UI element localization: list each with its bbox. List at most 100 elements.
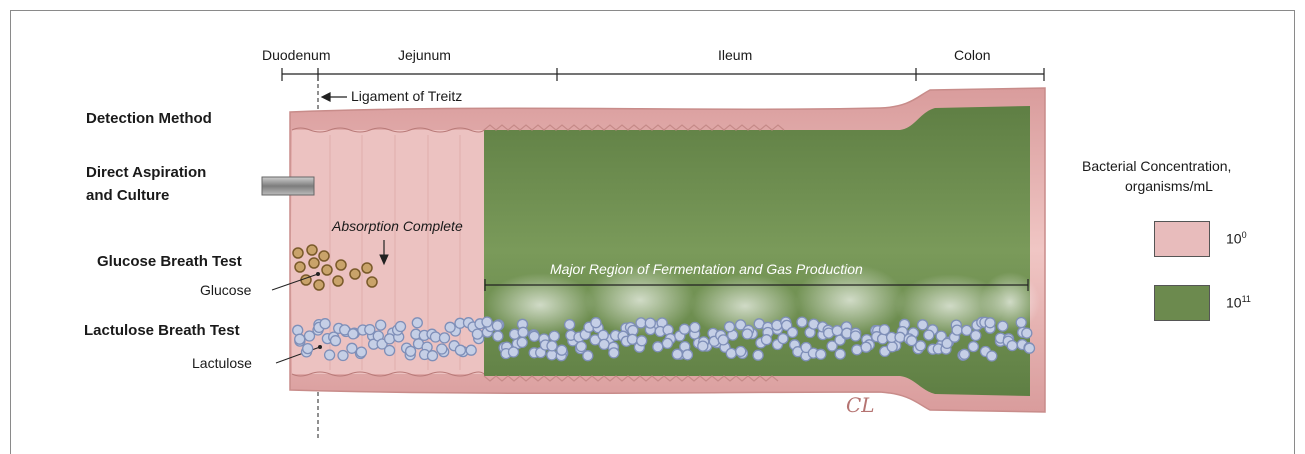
segment-jejunum: Jejunum bbox=[398, 47, 451, 63]
lactulose-bead bbox=[778, 334, 788, 344]
ligament-label: Ligament of Treitz bbox=[351, 88, 462, 104]
lactulose-bead bbox=[303, 344, 313, 354]
glucose-label: Glucose bbox=[200, 282, 251, 298]
artist-signature: CL bbox=[846, 393, 875, 417]
method-aspiration-line2: and Culture bbox=[86, 187, 169, 204]
lactulose-bead bbox=[725, 322, 735, 332]
lactulose-bead bbox=[987, 351, 997, 361]
lactulose-bead bbox=[895, 332, 905, 342]
lactulose-bead bbox=[680, 324, 690, 334]
lactulose-bead bbox=[762, 335, 772, 345]
lactulose-bead bbox=[672, 349, 682, 359]
lactulose-bead bbox=[851, 331, 861, 341]
lactulose-bead bbox=[440, 333, 450, 343]
legend-title-line1: Bacterial Concentration, bbox=[1082, 157, 1231, 176]
lactulose-bead bbox=[529, 331, 539, 341]
method-lactulose-test: Lactulose Breath Test bbox=[84, 322, 240, 339]
lactulose-bead bbox=[1022, 328, 1032, 338]
lactulose-bead bbox=[396, 322, 406, 332]
lactulose-bead bbox=[599, 339, 609, 349]
lactulose-bead bbox=[385, 334, 395, 344]
lactulose-bead bbox=[518, 327, 528, 337]
lactulose-bead bbox=[557, 345, 567, 355]
lactulose-bead bbox=[832, 326, 842, 336]
segment-ileum: Ileum bbox=[718, 47, 752, 63]
lactulose-bead bbox=[583, 351, 593, 361]
lactulose-bead bbox=[331, 336, 341, 346]
lactulose-bead bbox=[645, 318, 655, 328]
legend-label-low: 100 bbox=[1226, 230, 1247, 247]
lactulose-bead bbox=[455, 345, 465, 355]
lactulose-bead bbox=[736, 346, 746, 356]
lactulose-bead bbox=[576, 342, 586, 352]
lactulose-bead bbox=[998, 321, 1008, 331]
lactulose-bead bbox=[428, 351, 438, 361]
lactulose-bead bbox=[406, 346, 416, 356]
lactulose-bead bbox=[916, 341, 926, 351]
lactulose-bead bbox=[598, 330, 608, 340]
lactulose-bead bbox=[445, 322, 455, 332]
lactulose-bead bbox=[952, 325, 962, 335]
lactulose-bead bbox=[609, 348, 619, 358]
segment-colon: Colon bbox=[954, 47, 991, 63]
segment-duodenum: Duodenum bbox=[262, 47, 331, 63]
lactulose-bead bbox=[591, 318, 601, 328]
lactulose-bead bbox=[466, 345, 476, 355]
lactulose-bead bbox=[376, 320, 386, 330]
lactulose-bead bbox=[437, 344, 447, 354]
lactulose-bead bbox=[726, 348, 736, 358]
legend-swatch-high bbox=[1154, 285, 1210, 321]
lactulose-bead bbox=[816, 349, 826, 359]
lactulose-bead bbox=[412, 318, 422, 328]
method-glucose-test: Glucose Breath Test bbox=[97, 253, 242, 270]
lactulose-bead bbox=[878, 334, 888, 344]
lactulose-bead bbox=[547, 341, 557, 351]
legend-label-high: 1011 bbox=[1226, 294, 1251, 311]
lactulose-bead bbox=[924, 330, 934, 340]
lactulose-bead bbox=[1016, 318, 1026, 328]
lactulose-bead bbox=[365, 325, 375, 335]
lactulose-bead bbox=[690, 322, 700, 332]
legend-title-line2: organisms/mL bbox=[1125, 177, 1213, 196]
lactulose-bead bbox=[325, 350, 335, 360]
lactulose-bead bbox=[742, 329, 752, 339]
lactulose-bead bbox=[295, 334, 305, 344]
lactulose-bead bbox=[971, 331, 981, 341]
lactulose-bead bbox=[356, 347, 366, 357]
lactulose-bead bbox=[492, 321, 502, 331]
lactulose-bead bbox=[683, 350, 693, 360]
lactulose-bead bbox=[698, 341, 708, 351]
lactulose-bead bbox=[918, 320, 928, 330]
lactulose-bead bbox=[1025, 343, 1035, 353]
detection-method-heading: Detection Method bbox=[86, 110, 212, 127]
lactulose-bead bbox=[385, 346, 395, 356]
absorption-complete-label: Absorption Complete bbox=[332, 218, 463, 234]
lactulose-bead bbox=[887, 342, 897, 352]
method-aspiration-line1: Direct Aspiration bbox=[86, 164, 206, 181]
lactulose-bead bbox=[549, 331, 559, 341]
lactulose-bead bbox=[338, 351, 348, 361]
lactulose-bead bbox=[985, 318, 995, 328]
fermentation-region-label: Major Region of Fermentation and Gas Pro… bbox=[550, 261, 863, 277]
legend-swatch-low bbox=[1154, 221, 1210, 257]
lactulose-bead bbox=[348, 329, 358, 339]
lactulose-bead bbox=[320, 319, 330, 329]
lactulose-bead bbox=[788, 327, 798, 337]
lactulose-bead bbox=[482, 317, 492, 327]
lactulose-bead bbox=[753, 350, 763, 360]
lactulose-bead bbox=[861, 342, 871, 352]
lactulose-bead bbox=[797, 317, 807, 327]
segment-ruler bbox=[282, 68, 1044, 81]
lactulose-bead bbox=[509, 347, 519, 357]
lactulose-bead bbox=[565, 320, 575, 330]
lactulose-bead bbox=[493, 331, 503, 341]
lactulose-bead bbox=[472, 329, 482, 339]
aspiration-probe bbox=[262, 177, 314, 195]
lactulose-bead bbox=[835, 349, 845, 359]
lactulose-bead bbox=[852, 345, 862, 355]
lactulose-label: Lactulose bbox=[192, 355, 252, 371]
lactulose-bead bbox=[637, 336, 647, 346]
lactulose-bead bbox=[517, 337, 527, 347]
lactulose-bead bbox=[959, 349, 969, 359]
